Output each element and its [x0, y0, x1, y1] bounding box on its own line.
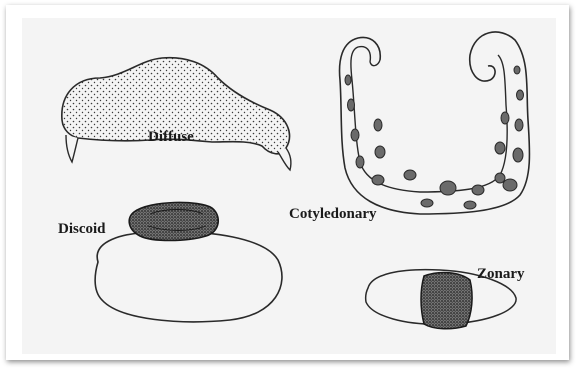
label-zonary: Zonary: [477, 266, 525, 282]
label-discoid: Discoid: [58, 221, 106, 237]
label-cotyledonary: Cotyledonary: [289, 206, 377, 222]
label-diffuse: Diffuse: [148, 129, 194, 145]
